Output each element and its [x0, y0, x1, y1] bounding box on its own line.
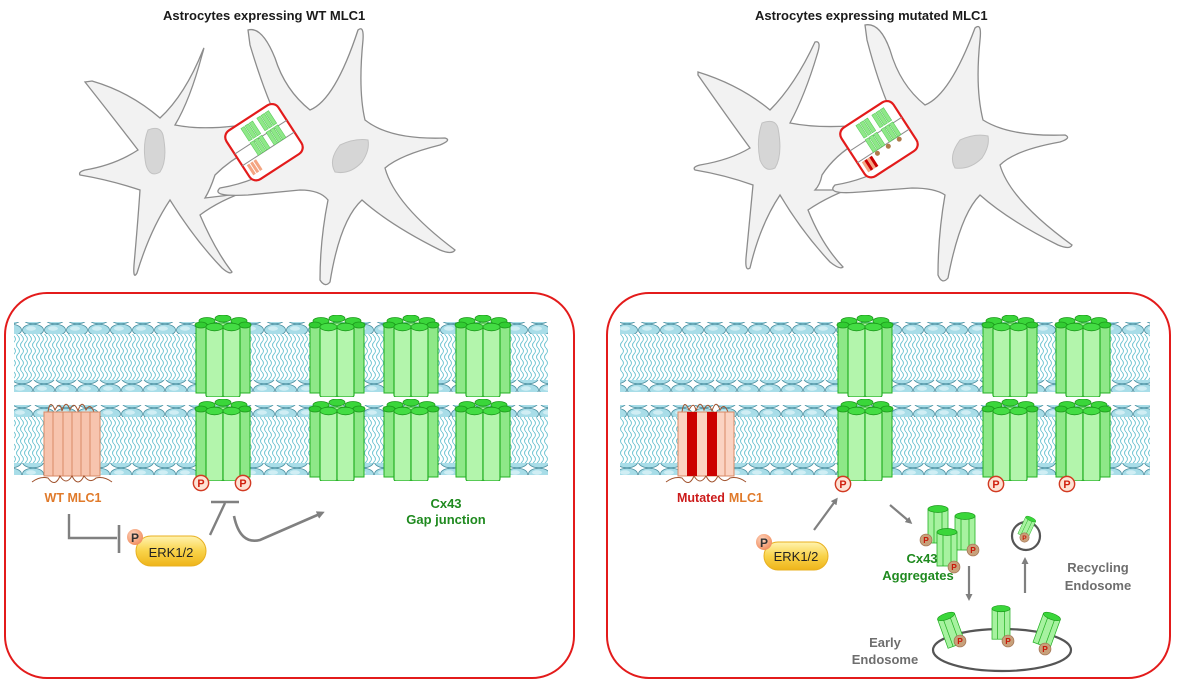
wt-gap-junction-label: Gap junction: [406, 512, 486, 527]
mutated-label-suffix: MLC1: [729, 491, 763, 505]
mutated-junction-inset: [839, 99, 919, 179]
wt-phospho-site-1: [192, 474, 210, 492]
wt-mlc1-label: WT MLC1: [45, 491, 102, 505]
wt-erk-phospho-label: P: [131, 531, 139, 545]
wt-erk-protein: P ERK1/2: [127, 529, 207, 567]
mutated-erk-phosphorylates-arrow: [813, 497, 838, 531]
wt-phospho-site-2: [234, 474, 252, 492]
early-endosome: [931, 605, 1073, 673]
mutated-phospho-site-2: [987, 475, 1005, 493]
mutated-label-prefix: Mutated: [677, 491, 725, 505]
mutated-astrocyte-right: [832, 24, 1073, 282]
mutated-phospho-site-3: [1058, 475, 1076, 493]
recycling-endosome-label-1: Recycling: [1067, 560, 1128, 575]
mutated-erk-label: ERK1/2: [774, 549, 819, 564]
wt-erk-inhibits-connexon-arrow: [208, 502, 227, 536]
wt-astrocyte-left: [78, 47, 251, 276]
mutated-panel-title: Astrocytes expressing mutated MLC1: [755, 8, 988, 23]
mutated-mlc1-label: Mutated MLC1: [677, 491, 763, 505]
wt-mlc1-inhibits-erk-arrow: [67, 514, 117, 540]
wt-panel-title: Astrocytes expressing WT MLC1: [163, 8, 366, 23]
mutated-erk-phospho-label: P: [760, 536, 768, 550]
aggregates-label: Aggregates: [882, 568, 954, 583]
mutated-phospho-site-1: [834, 475, 852, 493]
wt-astrocyte-right: [217, 28, 456, 286]
early-endosome-label-1: Early: [869, 635, 902, 650]
early-endosome-label-2: Endosome: [852, 652, 918, 667]
mutated-astrocyte-left: [693, 41, 861, 270]
wt-mlc1-protein: [31, 403, 113, 483]
mutated-mlc1-protein: [665, 403, 747, 483]
wt-gap-junction-assembly-arrow: [232, 511, 325, 543]
recycling-endosome-label-2: Endosome: [1065, 578, 1131, 593]
recycling-endosome: [1010, 514, 1042, 552]
aggregates-cx43-label: Cx43: [906, 551, 937, 566]
wt-erk-label: ERK1/2: [149, 545, 194, 560]
mutated-internalization-arrow: [889, 504, 913, 524]
mutated-erk-protein: P ERK1/2: [756, 534, 829, 571]
wt-junction-inset: [224, 102, 304, 182]
wt-cx43-label: Cx43: [430, 496, 461, 511]
